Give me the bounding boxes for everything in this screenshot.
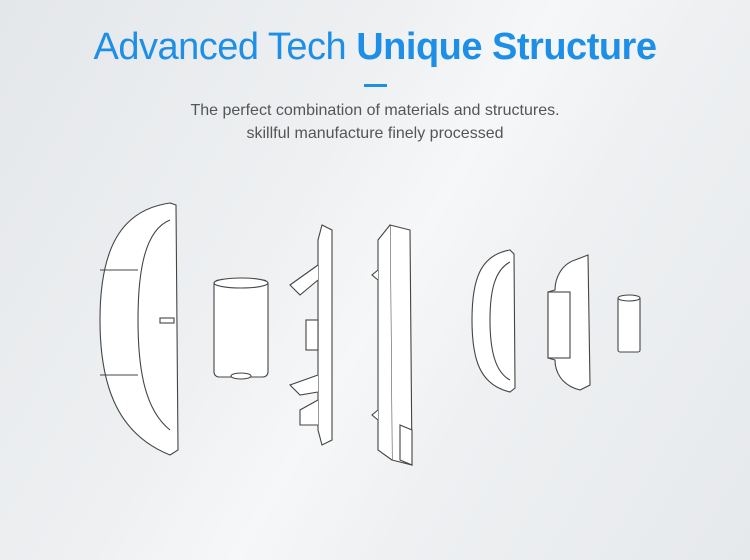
subtitle: The perfect combination of materials and… [0, 99, 750, 145]
page-title: Advanced Tech Unique Structure [0, 26, 750, 69]
front-cover-part [99, 202, 179, 456]
title-divider [364, 84, 387, 87]
bracket-part [288, 224, 333, 446]
magnet-cover-part [471, 249, 516, 393]
circuit-board-part [371, 224, 413, 466]
title-bold: Unique Structure [356, 26, 657, 68]
title-light: Advanced Tech [93, 26, 347, 68]
exploded-view-illustration [99, 202, 641, 466]
subtitle-line-2: skillful manufacture finely processed [246, 125, 504, 142]
magnet-base-part [547, 254, 591, 391]
battery-part [213, 277, 269, 380]
magnet-part [617, 294, 641, 353]
subtitle-line-1: The perfect combination of materials and… [190, 102, 560, 119]
